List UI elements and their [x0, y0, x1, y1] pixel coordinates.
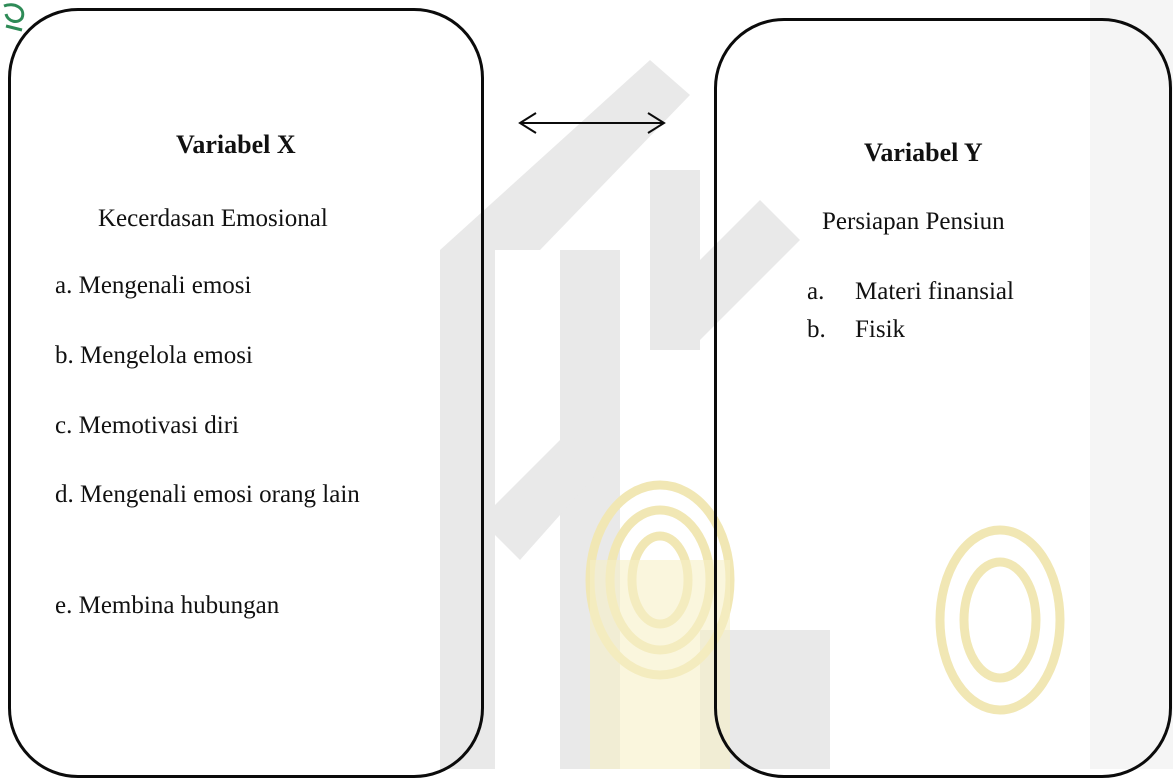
variable-x-item: b. Mengelola emosi [55, 342, 253, 369]
variable-y-box [714, 18, 1172, 778]
variable-x-box [8, 8, 484, 778]
variable-x-item: e. Membina hubungan [55, 592, 280, 619]
variable-y-item-text: Fisik [855, 316, 906, 343]
variable-x-title: Variabel X [176, 130, 296, 159]
variable-y-item-marker: a. [807, 278, 825, 305]
variable-x-item: c. Memotivasi diri [55, 412, 239, 439]
variable-y-item-marker: b. [807, 316, 826, 343]
variable-y-title: Variabel Y [864, 138, 983, 167]
variable-x-item: d. Mengenali emosi orang lain [55, 481, 360, 508]
variable-y-subtitle: Persiapan Pensiun [822, 208, 1005, 235]
variable-x-item: a. Mengenali emosi [55, 272, 252, 299]
corner-logo-icon [3, 3, 25, 32]
variable-x-subtitle: Kecerdasan Emosional [98, 205, 328, 232]
variable-y-item-text: Materi finansial [855, 278, 1014, 305]
bidirectional-arrow-icon [518, 112, 666, 134]
